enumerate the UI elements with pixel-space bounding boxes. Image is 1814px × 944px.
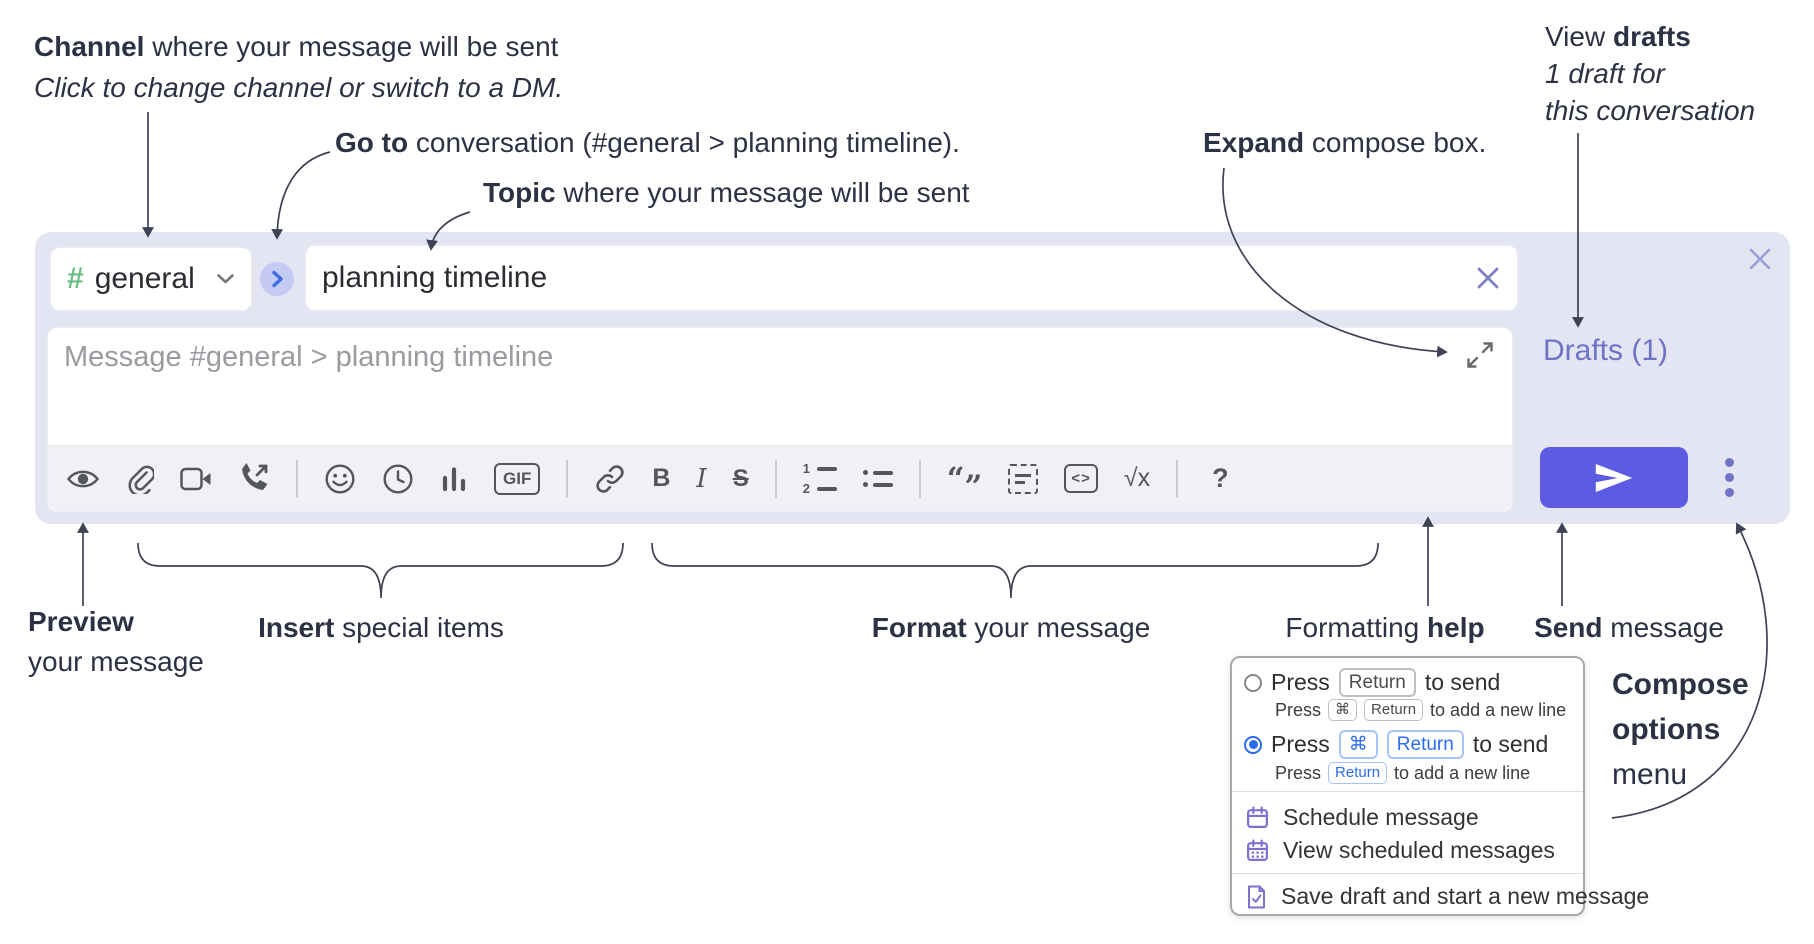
option-enter-subtext: Press ⌘ Return to add a new line [1275, 699, 1567, 721]
channel-annotation-bold: Channel [34, 31, 145, 62]
compose-options-annotation: Compose options menu [1612, 668, 1749, 791]
numbered-list-icon[interactable]: 1 2 [803, 462, 837, 495]
spoiler-icon[interactable] [1008, 463, 1039, 494]
chevron-right-icon [271, 270, 284, 288]
calendar-icon [1245, 805, 1270, 830]
return-keycap: Return [1364, 699, 1424, 721]
goto-annotation: Go to conversation (#general > planning … [335, 127, 960, 158]
view-drafts-annotation: View drafts 1 draft for this conversatio… [1545, 21, 1756, 126]
italic-icon[interactable]: I [696, 463, 707, 494]
insert-brace [137, 542, 624, 599]
option-cmd-enter-to-send[interactable]: Press ⌘ Return to send [1244, 730, 1548, 759]
send-plane-icon [1591, 461, 1637, 495]
format-brace [651, 542, 1379, 599]
save-draft-icon [1245, 884, 1268, 910]
connector-goto-arrow [271, 151, 331, 240]
insert-annotation: Insert special items [258, 612, 504, 643]
toolbar-divider [296, 459, 298, 498]
topic-annotation: Topic where your message will be sent [483, 177, 970, 208]
expand-compose-icon[interactable] [1466, 341, 1494, 369]
gif-icon[interactable]: GIF [494, 462, 541, 495]
preview-annotation: Preview your message [28, 606, 204, 677]
preview-eye-icon[interactable] [66, 467, 100, 491]
option-cmd-enter-subtext: Press Return to add a new line [1275, 762, 1531, 784]
message-placeholder: Message #general > planning timeline [64, 341, 554, 373]
bulleted-list-icon[interactable] [862, 470, 893, 487]
send-button[interactable] [1540, 447, 1688, 508]
topic-field-wrap [305, 245, 1518, 311]
close-compose-icon[interactable] [1746, 245, 1774, 273]
cmd-keycap: ⌘ [1338, 730, 1378, 759]
math-icon[interactable]: √x [1123, 464, 1151, 492]
compose-options-menu: Press Return to send Press ⌘ Return to a… [1230, 656, 1649, 916]
emoji-icon[interactable] [324, 463, 356, 495]
compose-options-menu-button[interactable] [1725, 458, 1734, 497]
video-call-icon[interactable] [180, 467, 212, 491]
radio-unselected[interactable] [1244, 673, 1262, 692]
menu-divider [1232, 873, 1583, 874]
return-keycap: Return [1386, 730, 1464, 759]
bold-icon[interactable]: B [652, 464, 671, 492]
formatting-help-annotation: Formatting help [1285, 612, 1485, 643]
channel-name: general [94, 262, 195, 295]
link-icon[interactable] [594, 463, 626, 495]
compose-box: # general Message #general > planning ti… [35, 232, 1790, 524]
menu-item-save-draft[interactable]: Save draft and start a new message [1245, 883, 1649, 910]
option-enter-to-send[interactable]: Press Return to send [1244, 668, 1500, 697]
radio-selected[interactable] [1244, 735, 1262, 754]
toolbar-divider [1176, 459, 1179, 498]
chevron-down-icon [216, 273, 235, 285]
return-keycap: Return [1338, 668, 1416, 697]
toolbar-divider [774, 459, 777, 498]
cmd-keycap: ⌘ [1328, 699, 1358, 721]
voice-call-icon[interactable] [238, 462, 270, 495]
channel-hash-icon: # [67, 262, 84, 295]
expand-annotation: Expand compose box. [1203, 127, 1487, 158]
send-annotation: Send message [1534, 612, 1724, 643]
toolbar-divider [918, 459, 921, 498]
attach-file-icon[interactable] [126, 464, 154, 494]
format-annotation: Format your message [871, 612, 1151, 643]
channel-annotation-sub: Click to change channel or switch to a D… [34, 72, 564, 103]
channel-annotation: Channel where your message will be sent … [34, 26, 563, 108]
quote-icon[interactable]: “” [946, 460, 983, 505]
poll-icon[interactable] [440, 465, 468, 493]
drafts-link[interactable]: Drafts (1) [1543, 334, 1669, 367]
compose-toolbar: GIF B I S 1 2 “” [48, 445, 1512, 511]
topic-input[interactable] [305, 245, 1518, 311]
goto-conversation-button[interactable] [260, 262, 294, 296]
schedule-clock-icon[interactable] [382, 463, 414, 495]
message-input[interactable]: Message #general > planning timeline [47, 327, 1513, 512]
toolbar-divider [566, 459, 569, 498]
code-icon[interactable]: <> [1064, 464, 1098, 493]
menu-item-view-scheduled[interactable]: View scheduled messages [1245, 837, 1555, 864]
strikethrough-icon[interactable]: S [732, 464, 749, 492]
menu-item-schedule-message[interactable]: Schedule message [1245, 804, 1479, 831]
return-keycap: Return [1328, 762, 1388, 784]
channel-selector[interactable]: # general [50, 247, 252, 311]
formatting-help-icon[interactable]: ? [1212, 463, 1229, 493]
calendar-grid-icon [1245, 838, 1270, 863]
clear-topic-icon[interactable] [1476, 266, 1500, 290]
menu-divider [1232, 791, 1583, 792]
